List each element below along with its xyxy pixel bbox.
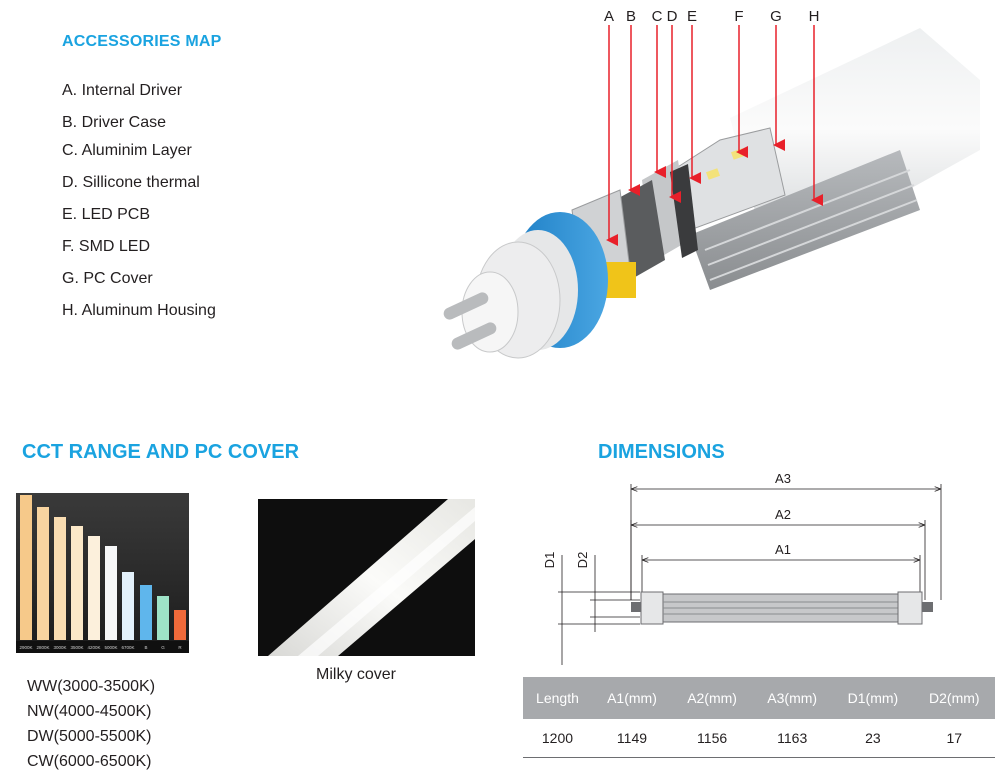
pc-cover-shape [730, 28, 980, 230]
label-d1: D1 [542, 552, 557, 569]
cct-bar-label: G [161, 645, 165, 650]
cct-bar-label: 4200K [87, 645, 100, 650]
accessory-item: E. LED PCB [62, 206, 151, 223]
label-a1: A1 [775, 542, 791, 557]
table-header: A2(mm) [672, 677, 753, 719]
accessory-item: F. SMD LED [62, 238, 151, 255]
cct-bar-label: B [144, 645, 147, 650]
cct-title: CCT RANGE AND PC COVER [22, 441, 300, 463]
cct-bar-label: 5000K [104, 645, 117, 650]
callout-letter: C [652, 8, 663, 25]
milky-cover-photo [258, 499, 475, 656]
table-cell: 17 [913, 719, 995, 758]
table-header: Length [523, 677, 592, 719]
cct-bar-label: 2900K [19, 645, 32, 650]
table-header: D2(mm) [913, 677, 995, 719]
cct-range-item: CW(6000-6500K) [27, 753, 152, 770]
table-header: A1(mm) [591, 677, 673, 719]
cct-bar-label: 2800K [36, 645, 49, 650]
cct-bar-label: 3000K [53, 645, 66, 650]
callout-letter: D [667, 8, 678, 25]
table-cell: 1149 [591, 719, 673, 758]
table-header-row: Length A1(mm) A2(mm) A3(mm) D1(mm) D2(mm… [523, 677, 995, 719]
aluminum-housing-shape [690, 150, 920, 290]
callout-letter: H [809, 8, 820, 25]
tube-end-left [640, 591, 664, 625]
cct-bar-label: 3500K [70, 645, 83, 650]
milky-cover-caption: Milky cover [316, 666, 397, 683]
table-header: D1(mm) [832, 677, 914, 719]
label-a3: A3 [775, 471, 791, 486]
exploded-tube-illustration: A B C D E F G H [443, 8, 980, 359]
accessory-item: G. PC Cover [62, 270, 153, 287]
accessory-item: B. Driver Case [62, 114, 167, 131]
table-cell: 1163 [752, 719, 833, 758]
cct-tubes-photo: 2900K 2800K 3000K 3500K 4200K 5000K 6700… [16, 493, 189, 653]
callout-letter: B [626, 8, 636, 25]
callout-letter: E [687, 8, 697, 25]
dimensions-title: DIMENSIONS [598, 441, 725, 463]
dimension-drawing: A3 A2 A1 D1 D2 [542, 471, 942, 665]
cct-bar-label: R [178, 645, 182, 650]
callout-letter: F [734, 8, 743, 25]
tube-end-right [897, 591, 923, 625]
cct-range-item: WW(3000-3500K) [27, 678, 156, 695]
cct-range-item: NW(4000-4500K) [27, 703, 152, 720]
table-cell: 23 [832, 719, 914, 758]
accessory-item: H. Aluminum Housing [62, 302, 216, 319]
cct-bar-label: 6700K [121, 645, 134, 650]
table-row: 1200 1149 1156 1163 23 17 [523, 719, 995, 758]
accessory-item: A. Internal Driver [62, 82, 183, 99]
cct-range-item: DW(5000-5500K) [27, 728, 152, 745]
accessory-item: D. Sillicone thermal [62, 174, 200, 191]
table-cell: 1200 [523, 719, 592, 758]
dimensions-table: Length A1(mm) A2(mm) A3(mm) D1(mm) D2(mm… [523, 677, 995, 758]
table-header: A3(mm) [752, 677, 833, 719]
accessories-title: ACCESSORIES MAP [62, 33, 222, 50]
table-cell: 1156 [672, 719, 753, 758]
callout-letter: A [604, 8, 614, 25]
accessory-item: C. Aluminim Layer [62, 142, 192, 159]
label-a2: A2 [775, 507, 791, 522]
callout-letter: G [770, 8, 782, 25]
aluminum-layer-shape [670, 164, 698, 258]
label-d2: D2 [575, 552, 590, 569]
